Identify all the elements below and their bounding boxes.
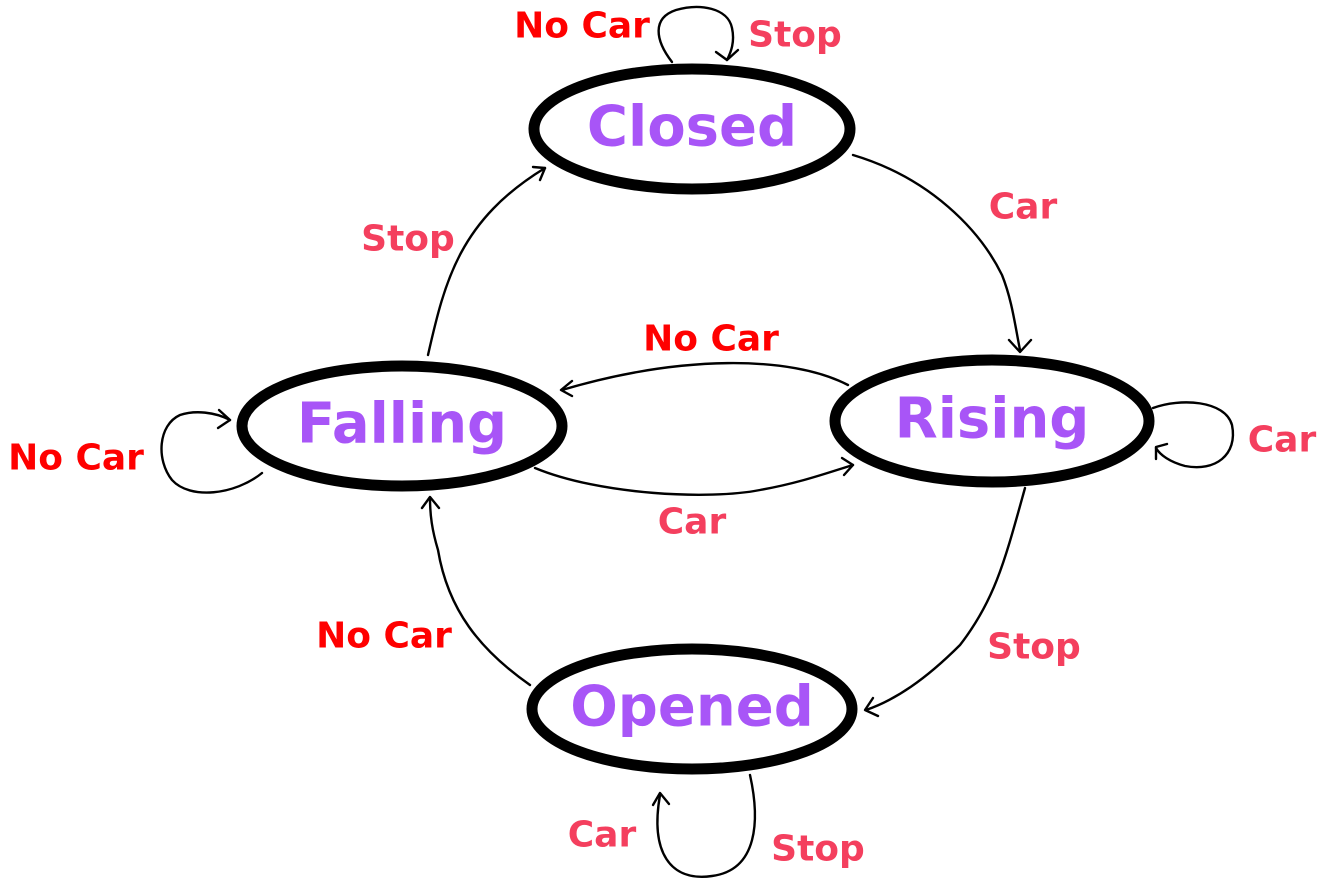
state-falling: Falling bbox=[236, 360, 568, 492]
label-closed-self-stop: Stop bbox=[748, 15, 842, 56]
edge-closed-to-rising bbox=[851, 153, 1033, 354]
edge-rising-self bbox=[1151, 401, 1235, 469]
edge-opened-self bbox=[651, 773, 757, 878]
label-rising-to-opened: Stop bbox=[987, 627, 1081, 668]
label-falling-to-closed: Stop bbox=[361, 219, 455, 260]
state-falling-shape bbox=[236, 360, 568, 492]
state-closed: Closed bbox=[528, 63, 856, 195]
label-falling-to-rising: Car bbox=[658, 502, 727, 543]
label-rising-self: Car bbox=[1248, 420, 1317, 461]
label-opened-to-falling: No Car bbox=[316, 616, 452, 657]
label-opened-self-stop: Stop bbox=[771, 829, 865, 870]
edge-falling-self bbox=[160, 408, 264, 494]
label-falling-self: No Car bbox=[8, 438, 144, 479]
state-closed-shape bbox=[528, 63, 856, 195]
state-opened-label: Opened bbox=[570, 675, 814, 740]
edge-falling-to-closed bbox=[426, 165, 547, 357]
label-closed-to-rising: Car bbox=[989, 187, 1058, 228]
state-falling-label: Falling bbox=[297, 392, 507, 457]
state-opened: Opened bbox=[526, 643, 858, 775]
edge-opened-to-falling bbox=[420, 495, 532, 687]
state-rising-shape bbox=[829, 354, 1155, 488]
edge-rising-to-falling bbox=[559, 361, 850, 398]
label-closed-self-no-car: No Car bbox=[514, 6, 650, 47]
edge-falling-to-rising bbox=[533, 456, 855, 496]
label-rising-to-falling: No Car bbox=[643, 319, 779, 360]
label-opened-self-car: Car bbox=[568, 815, 637, 856]
edge-rising-to-opened bbox=[863, 486, 1027, 718]
state-opened-shape bbox=[526, 643, 858, 775]
state-closed-label: Closed bbox=[587, 95, 797, 160]
state-rising-label: Rising bbox=[895, 387, 1090, 452]
state-rising: Rising bbox=[829, 354, 1155, 488]
edge-closed-self bbox=[657, 5, 740, 64]
